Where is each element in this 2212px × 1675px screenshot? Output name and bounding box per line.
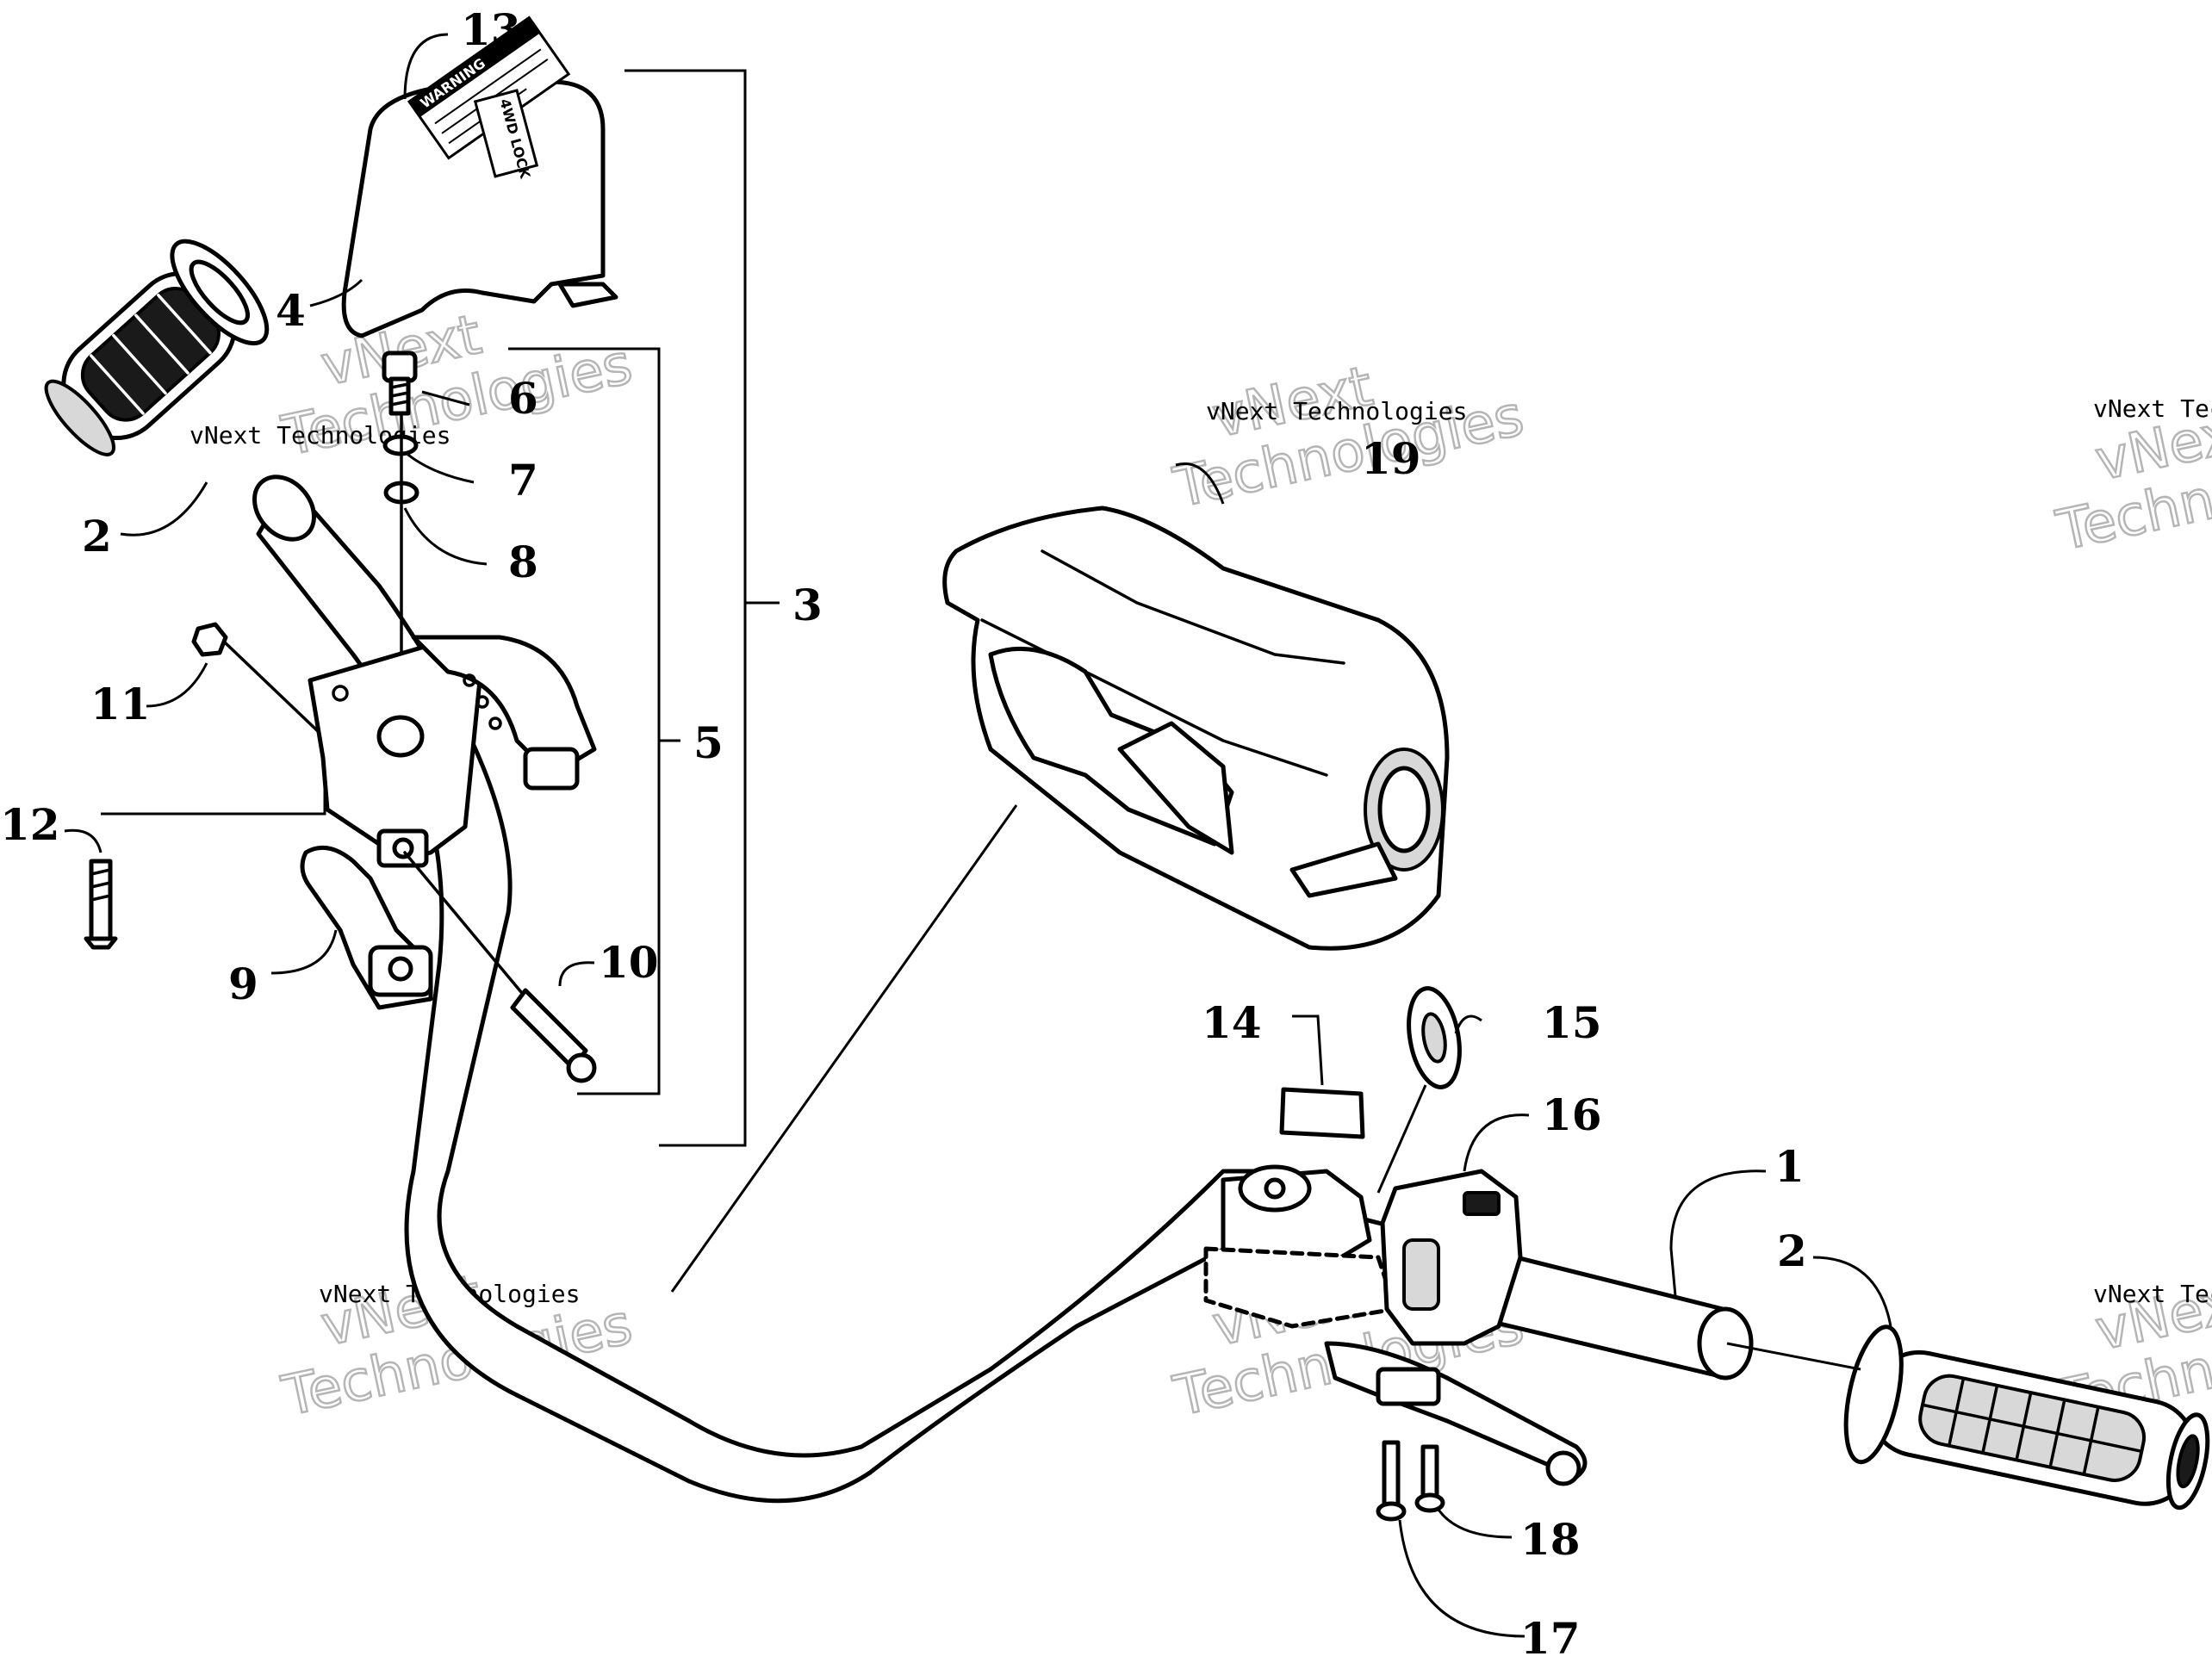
thumb-lever bbox=[300, 845, 433, 1010]
callout-17: 17 bbox=[1520, 1613, 1581, 1664]
switch-housing-16 bbox=[1380, 1169, 1523, 1346]
callout-12: 12 bbox=[0, 799, 60, 850]
callout-9: 9 bbox=[228, 958, 258, 1009]
washer-15 bbox=[1407, 986, 1462, 1089]
callout-6: 6 bbox=[508, 373, 538, 424]
callout-14: 14 bbox=[1202, 997, 1262, 1048]
callout-2-left: 2 bbox=[82, 511, 112, 561]
callout-7: 7 bbox=[508, 455, 538, 506]
handguard bbox=[942, 506, 1450, 951]
callout-1: 1 bbox=[1774, 1141, 1805, 1192]
screw-12 bbox=[84, 859, 118, 950]
watermark-small-6: vNext Technologies bbox=[2093, 1280, 2212, 1308]
cover-screw bbox=[382, 351, 418, 416]
screw-17 bbox=[1376, 1440, 1407, 1522]
throttle-housing bbox=[308, 635, 597, 868]
leader-lines bbox=[64, 33, 1892, 1638]
decal-14 bbox=[1279, 1087, 1365, 1139]
callout-16: 16 bbox=[1542, 1089, 1602, 1140]
callout-19: 19 bbox=[1361, 433, 1421, 484]
callout-18: 18 bbox=[1520, 1514, 1581, 1565]
brake-master-cylinder bbox=[1203, 1164, 1588, 1486]
callout-2-right: 2 bbox=[1777, 1225, 1807, 1276]
watermark-small-2: vNext Technologies bbox=[1206, 397, 1467, 425]
callout-labels: 13 4 6 7 8 3 5 2 11 12 9 10 19 14 15 16 … bbox=[0, 4, 1807, 1664]
callout-10: 10 bbox=[599, 937, 659, 988]
housing-cover: WARNING 4WD LOCK bbox=[341, 16, 618, 338]
callout-4: 4 bbox=[276, 285, 306, 336]
callout-5: 5 bbox=[693, 717, 724, 768]
screw-18 bbox=[1414, 1444, 1445, 1513]
nut-11 bbox=[191, 622, 320, 734]
callout-15: 15 bbox=[1542, 997, 1602, 1048]
callout-8: 8 bbox=[508, 537, 538, 587]
screw-10 bbox=[403, 851, 597, 1083]
callout-3: 3 bbox=[792, 580, 823, 630]
watermark-small-3: vNext Technologies bbox=[2093, 394, 2212, 423]
left-grip bbox=[44, 239, 270, 456]
callout-13: 13 bbox=[461, 4, 521, 55]
callout-11: 11 bbox=[90, 679, 151, 729]
right-grip bbox=[1843, 1324, 2210, 1511]
